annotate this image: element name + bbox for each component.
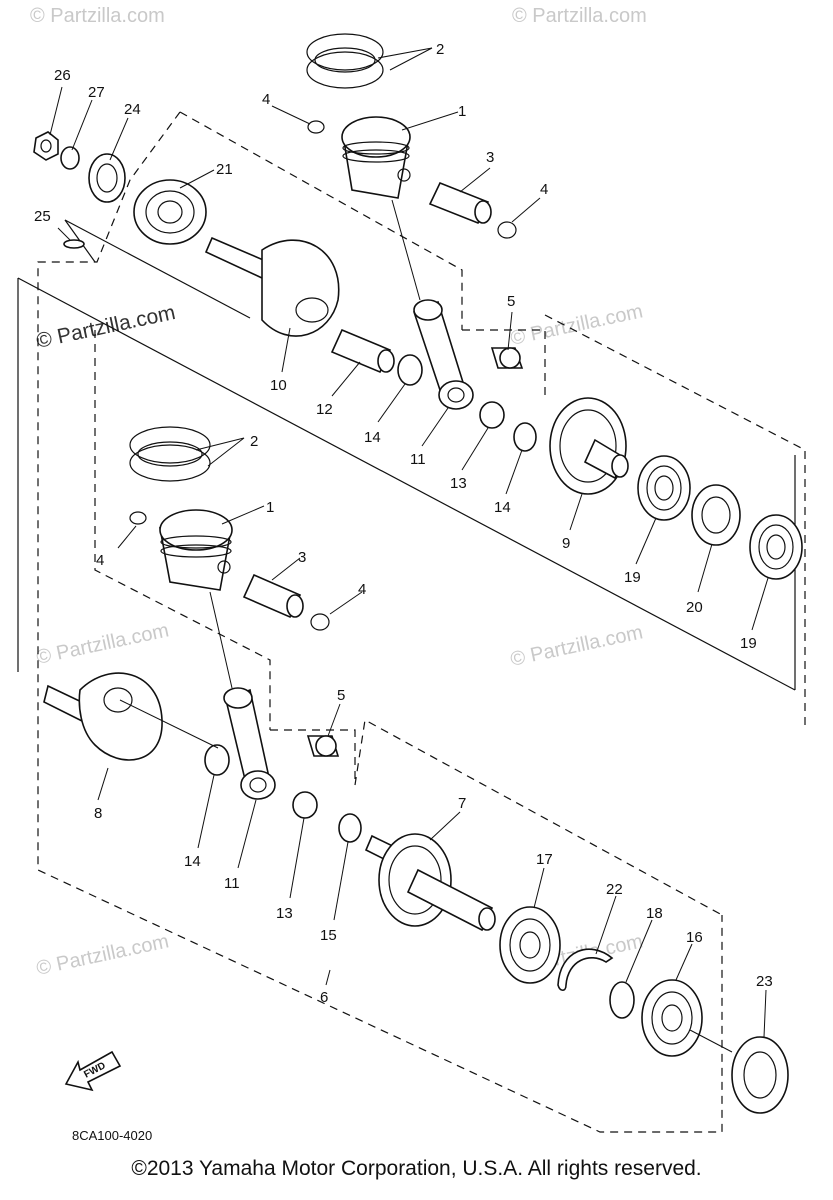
crank-nut-icon: [33, 131, 59, 161]
callout-label: 4: [540, 181, 548, 198]
connecting-rod-icon: [413, 299, 474, 410]
callout-label: 6: [320, 989, 328, 1006]
circlip-icon: [307, 120, 325, 134]
watermark: © Partzilla.com: [34, 301, 177, 353]
crank-web-icon: [549, 397, 629, 495]
callout-label: 2: [436, 41, 444, 58]
callout-label: 24: [124, 101, 141, 118]
leader-lines: [49, 47, 769, 1038]
piston-pin-icon: [428, 181, 492, 225]
watermark: © Partzilla.com: [508, 621, 644, 671]
upper-assembly: [33, 33, 803, 580]
crank-washer-icon: [513, 422, 537, 452]
callout-label: 10: [270, 377, 287, 394]
callout-label: 22: [606, 881, 623, 898]
callout-label: 27: [88, 84, 105, 101]
callout-label: 19: [740, 635, 757, 652]
callout-label: 14: [494, 499, 511, 516]
bearing-icon: [133, 179, 207, 245]
callout-label: 18: [646, 905, 663, 922]
callouts: 1 2 3 4 4 5 21 24 26 27 25 10 12 14 11 1…: [34, 41, 773, 1006]
callout-label: 23: [756, 973, 773, 990]
assembly-outlines: [17, 111, 806, 1133]
fwd-arrow-icon: FWD: [64, 1050, 122, 1092]
callout-label: 4: [358, 581, 366, 598]
callout-label: 8: [94, 805, 102, 822]
callout-label: 19: [624, 569, 641, 586]
watermark: © Partzilla.com: [34, 619, 170, 669]
callout-label: 4: [262, 91, 270, 108]
labyrinth-seal-icon: [691, 484, 741, 546]
callout-label: 11: [224, 875, 240, 892]
lock-washer-icon: [60, 146, 80, 170]
bearing-icon: [641, 979, 703, 1057]
needle-bearing-icon: [490, 347, 524, 369]
bearing-icon: [749, 514, 803, 580]
watermark: © Partzilla.com: [508, 300, 644, 350]
callout-label: 15: [320, 927, 337, 944]
piston-pin-icon: [242, 573, 304, 619]
crank-web-icon: [204, 236, 340, 337]
watermarks: © Partzilla.com © Partzilla.com © Partzi…: [30, 5, 647, 980]
bearing-icon: [637, 455, 691, 521]
callout-label: 1: [458, 103, 466, 120]
bearing-icon: [499, 906, 561, 984]
circlip-icon: [497, 221, 517, 239]
callout-label: 1: [266, 499, 274, 516]
callout-label: 11: [410, 451, 426, 468]
piston-rings-icon: [306, 33, 384, 89]
crank-washer-icon: [397, 354, 423, 386]
shim-washer-icon: [609, 981, 635, 1019]
callout-label: 16: [686, 929, 703, 946]
watermark: © Partzilla.com: [30, 5, 165, 27]
callout-label: 13: [450, 475, 467, 492]
callout-label: 14: [184, 853, 201, 870]
callout-label: 26: [54, 67, 71, 84]
callout-label: 5: [507, 293, 515, 310]
needle-bearing-icon: [292, 791, 318, 819]
crank-pin-icon: [330, 328, 395, 374]
callout-label: 5: [337, 687, 345, 704]
watermark: © Partzilla.com: [34, 930, 170, 980]
callout-label: 4: [96, 552, 104, 569]
callout-label: 3: [298, 549, 306, 566]
crank-washer-icon: [338, 813, 362, 843]
callout-label: 20: [686, 599, 703, 616]
lower-assembly: [43, 426, 789, 1114]
oil-seal-icon: [88, 153, 126, 203]
callout-label: 21: [216, 161, 233, 178]
callout-label: 12: [316, 401, 333, 418]
piston-icon: [159, 509, 233, 591]
connecting-rod-icon: [223, 687, 276, 800]
callout-label: 2: [250, 433, 258, 450]
piston-rings-icon: [129, 426, 211, 482]
center-lines: [119, 199, 733, 1053]
callout-label: 25: [34, 208, 51, 225]
needle-bearing-icon: [479, 401, 505, 429]
crank-web-icon: [43, 672, 163, 761]
watermark: © Partzilla.com: [512, 5, 647, 27]
copyright-notice: ©2013 Yamaha Motor Corporation, U.S.A. A…: [131, 1157, 702, 1180]
circlip-icon: [310, 613, 330, 631]
figure-code: 8CA100-4020: [72, 1128, 152, 1143]
oil-seal-icon: [731, 1036, 789, 1114]
piston-icon: [341, 116, 411, 199]
callout-label: 14: [364, 429, 381, 446]
circlip-icon: [557, 948, 614, 992]
woodruff-key-icon: [63, 239, 85, 249]
crank-washer-icon: [204, 744, 230, 776]
callout-label: 3: [486, 149, 494, 166]
callout-label: 17: [536, 851, 553, 868]
callout-label: 13: [276, 905, 293, 922]
circlip-icon: [129, 511, 147, 525]
crank-web-icon: [364, 833, 496, 932]
callout-label: 9: [562, 535, 570, 552]
needle-bearing-icon: [306, 735, 340, 757]
callout-label: 7: [458, 795, 466, 812]
